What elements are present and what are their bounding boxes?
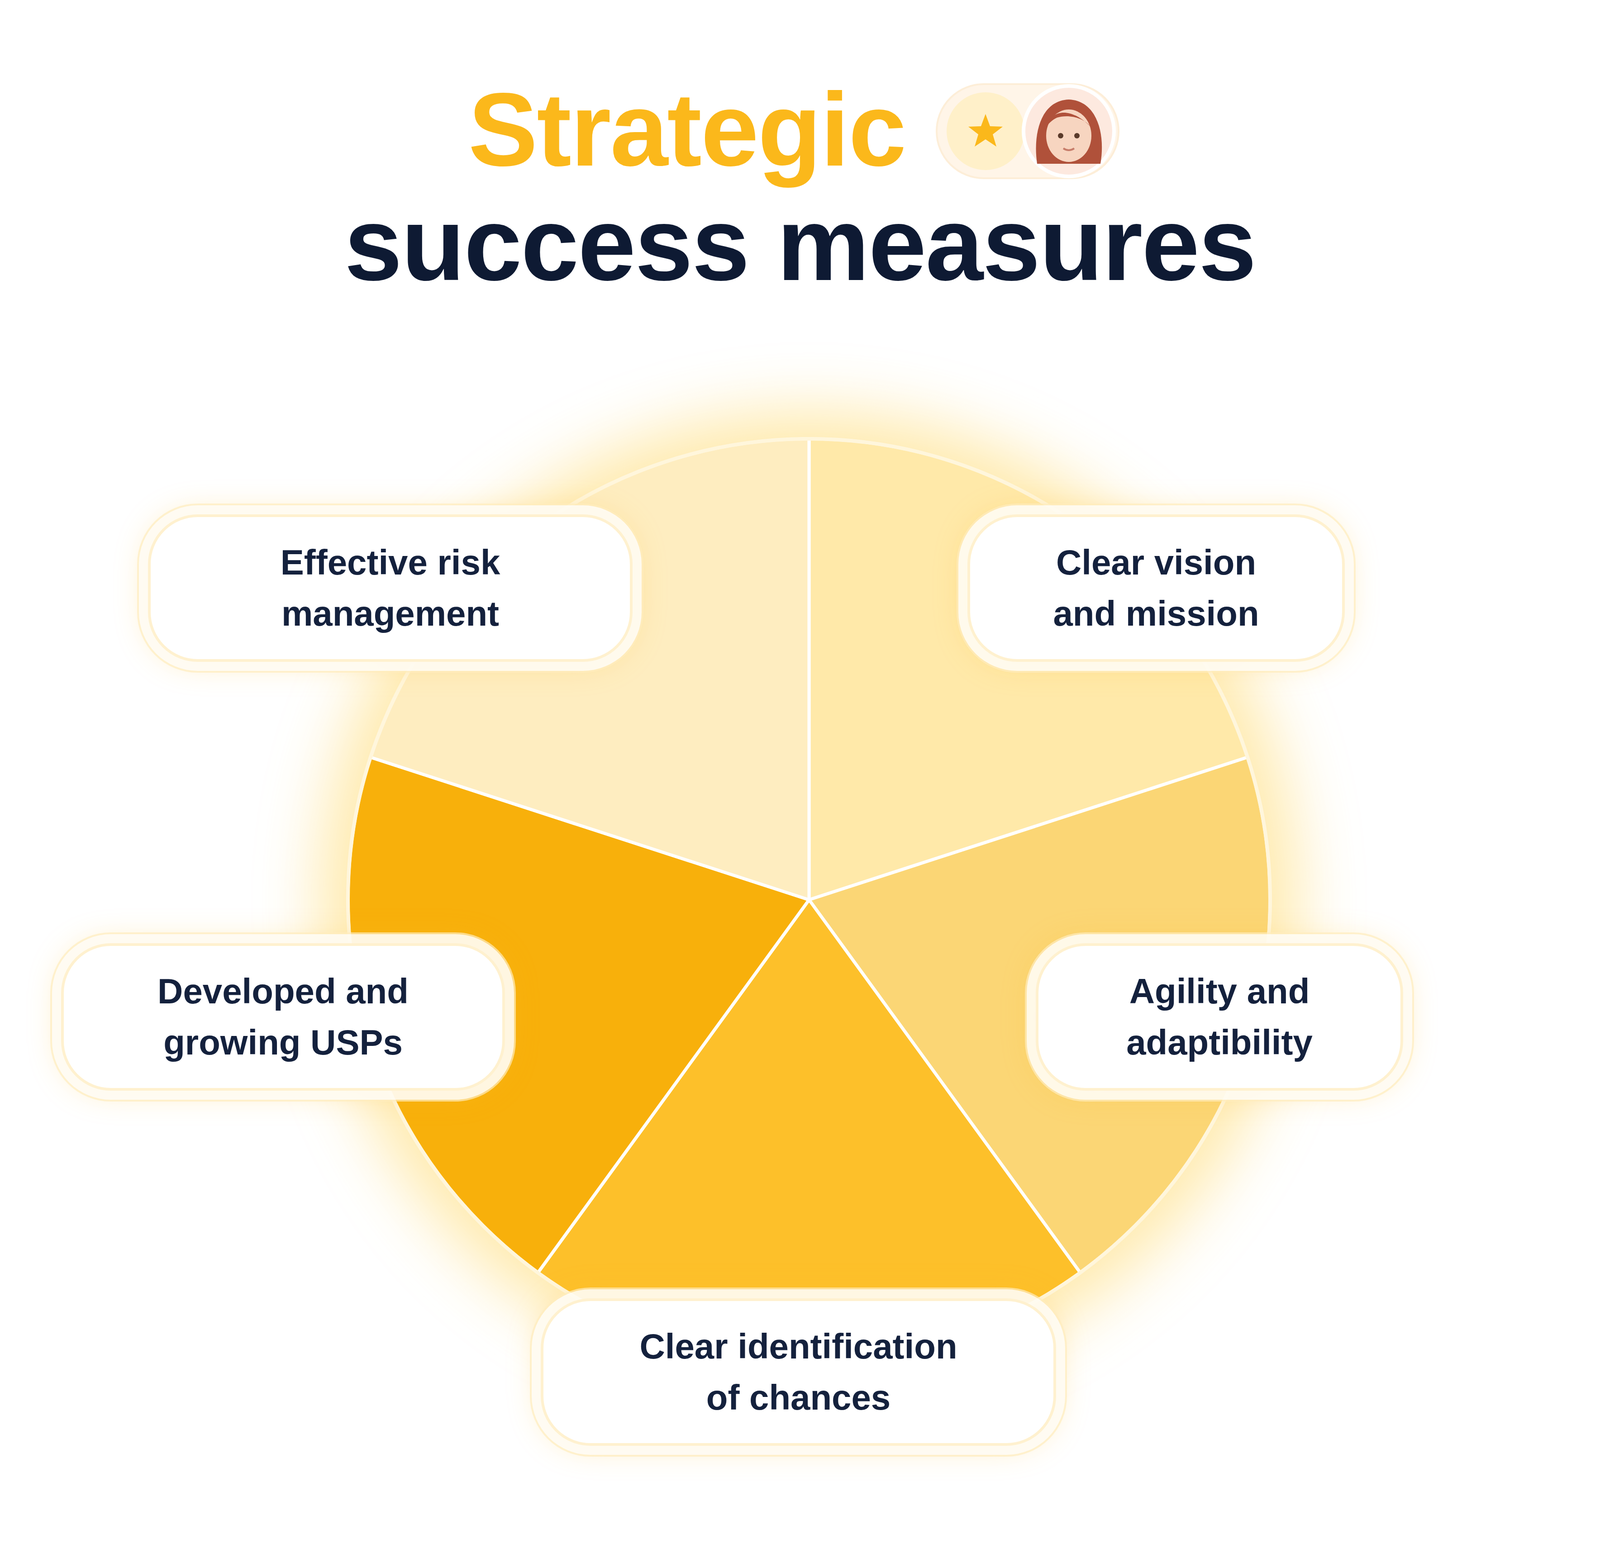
badge-spacer: [1048, 72, 1276, 163]
label-text: Agility and adaptibility: [1117, 966, 1322, 1069]
label-pill: Clear identification of chances: [540, 1298, 1057, 1447]
label-pill: Agility and adaptibility: [1035, 943, 1404, 1091]
label-text: Clear identification of chances: [631, 1321, 967, 1424]
label-pill: Clear vision and mission: [967, 514, 1345, 662]
label-text: Developed and growing USPs: [147, 966, 420, 1069]
label-pill: Effective risk management: [147, 514, 633, 662]
label-text: Clear vision and mission: [1033, 537, 1279, 640]
label-text: Effective risk management: [234, 537, 547, 640]
pie-segment: [370, 438, 810, 900]
title: Strategic success measures: [324, 72, 1276, 302]
label-pill: Developed and growing USPs: [61, 943, 505, 1091]
avatar-badge: [934, 82, 1121, 181]
